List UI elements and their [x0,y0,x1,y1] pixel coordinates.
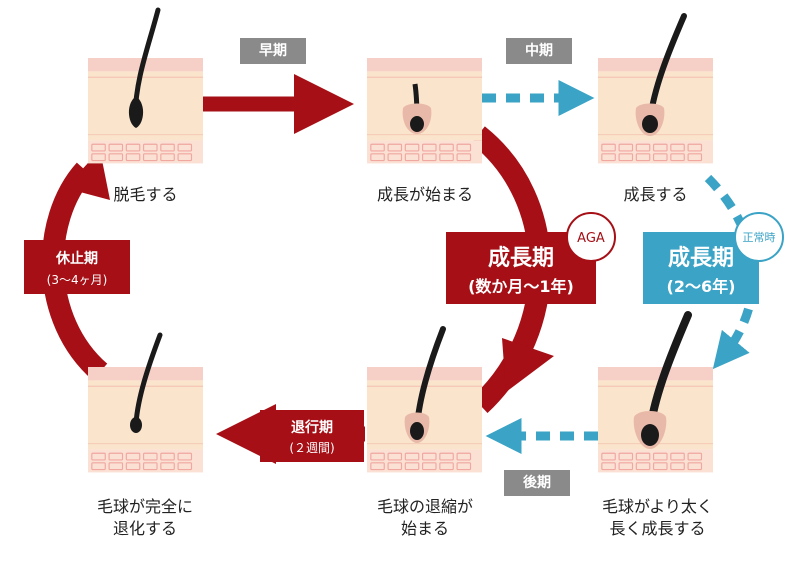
tag-late: 後期 [504,470,570,496]
label-bulb-regress-done-line2: 退化する [112,519,177,538]
resting-duration: (3〜4ヶ月) [47,273,108,287]
skin-growth-start [367,58,482,164]
resting-title: 休止期 [55,250,98,267]
aga-badge: AGA [577,231,605,246]
skin-grows [598,13,713,164]
aga-badge-circle [566,212,616,262]
label-bulb-shrink-start-line1: 毛球の退縮が [376,497,473,516]
aga-growth-duration: (数か月〜1年) [468,277,574,296]
skin-shedding [88,7,203,164]
arrow-aga-growth-head [502,338,554,392]
skin-bulb-regress-done [88,332,203,473]
resting-box [24,240,130,294]
normal-badge: 正常時 [743,231,776,244]
catagen-duration: (２週間) [289,441,334,455]
label-bulb-regress-done-line1: 毛球が完全に [96,497,193,516]
normal-growth-duration: (2〜6年) [667,277,736,296]
label-growth-start-text: 成長が始まる [376,185,473,204]
normal-growth-title: 成長期 [668,246,734,271]
label-shedding-text: 脱毛する [113,185,178,204]
label-bulb-regress-done: 毛球が完全に 退化する [60,496,230,540]
normal-badge-circle [734,212,784,262]
label-thicker-longer-line2: 長く成長する [609,519,706,538]
label-thicker-longer: 毛球がより太く 長く成長する [570,496,745,540]
label-bulb-shrink-start: 毛球の退縮が 始まる [340,496,510,540]
tag-early: 早期 [240,38,306,64]
catagen-title: 退行期 [291,419,333,436]
label-bulb-shrink-start-line2: 始まる [400,519,449,538]
label-grows: 成長する [598,184,713,206]
label-growth-start: 成長が始まる [340,184,510,206]
label-thicker-longer-line1: 毛球がより太く [602,497,713,516]
label-grows-text: 成長する [623,185,688,204]
tag-middle: 中期 [506,38,572,64]
label-shedding: 脱毛する [88,184,203,206]
skin-thicker-longer [598,311,713,473]
catagen-box [260,410,364,462]
aga-growth-title: 成長期 [488,246,554,271]
skin-bulb-shrink-start [367,326,482,473]
